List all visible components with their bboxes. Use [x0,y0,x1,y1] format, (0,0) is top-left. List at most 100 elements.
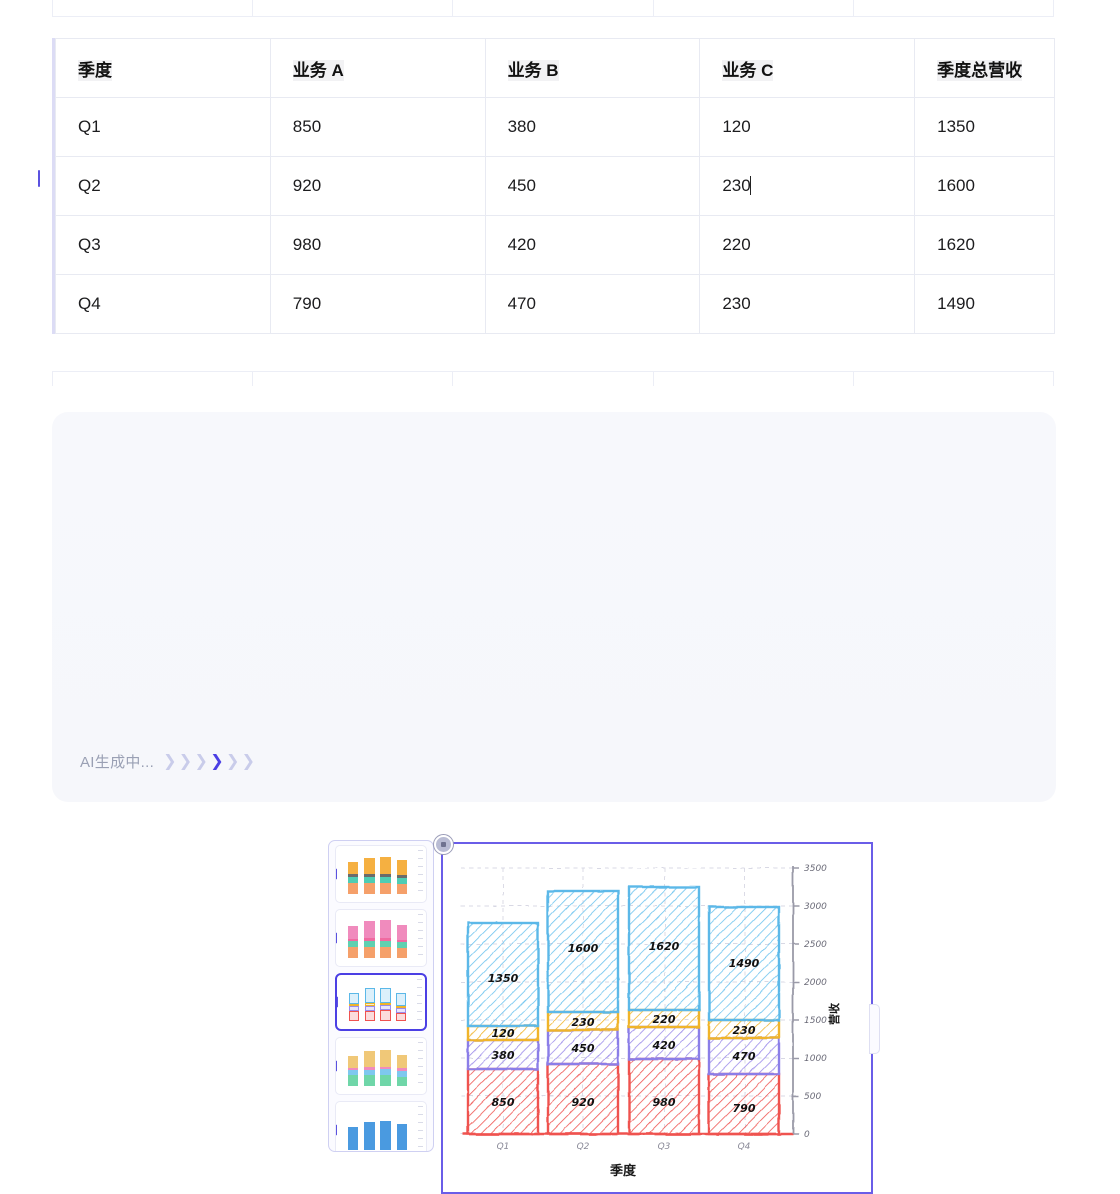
thumbnail-variant-2[interactable] [335,909,427,967]
ytick-500: 500 [804,1092,821,1102]
ghost-cell [253,0,454,16]
document-caret-marker [38,170,40,187]
table-header-total[interactable]: 季度总营收 [914,38,1055,98]
ghost-cell [253,372,454,386]
label-q3-b: 420 [652,1039,676,1052]
y-axis-tick-labels: 0 500 1000 1500 2000 2500 3000 3500 [804,864,827,1140]
x-axis-title: 季度 [609,1163,637,1179]
cell-business-a[interactable]: 920 [269,156,486,216]
cell-total[interactable]: 1350 [914,97,1055,157]
cell-business-a[interactable]: 980 [269,215,486,275]
stacked-bar-chart-svg: 850 380 120 1350 920 450 230 1600 980 42… [461,864,841,1179]
chart-resize-handle[interactable] [869,1004,880,1055]
thumbnail-variant-4[interactable] [335,1037,427,1095]
clipped-table-top [52,0,1054,17]
thumbnail-select-arrow-icon[interactable] [337,996,338,1008]
label-q3-c: 220 [653,1013,676,1026]
label-q2-a: 920 [572,1096,595,1109]
revenue-table[interactable]: 季度 业务 A 业务 B 业务 C 季度总营收 Q1 850 380 120 1… [55,38,1055,334]
cell-total[interactable]: 1600 [914,156,1055,216]
table-header-business-c[interactable]: 业务 C [699,38,916,98]
table-row[interactable]: Q3 980 420 220 1620 [55,215,1055,275]
thumbnail-variant-5[interactable] [335,1101,427,1151]
cell-quarter[interactable]: Q3 [55,215,271,275]
label-q1-a: 850 [492,1096,515,1109]
thumbnail-axis [418,914,425,958]
y-axis-title: 营收 [827,1003,841,1025]
ai-generating-status: AI生成中... ❯ ❯ ❯ ❯ ❯ ❯ [80,751,255,772]
table-row[interactable]: Q4 790 470 230 1490 [55,274,1055,334]
cell-quarter[interactable]: Q1 [55,97,271,157]
label-q1-c: 120 [492,1027,515,1040]
thumbnail-preview [342,914,423,958]
header-text: 业务 C [722,59,774,81]
label-q4-c: 230 [733,1024,756,1037]
label-q3-a: 980 [653,1096,676,1109]
chart-preview-card[interactable]: 850 380 120 1350 920 450 230 1600 980 42… [434,835,880,1194]
chart-plot-area [461,866,799,1136]
ytick-3500: 3500 [804,864,827,874]
cell-business-c[interactable]: 120 [699,97,916,157]
label-q1-b: 380 [492,1049,515,1062]
thumbnail-select-arrow-icon[interactable] [336,932,337,944]
cell-business-c-editing[interactable]: 230 [699,156,916,216]
table-row[interactable]: Q1 850 380 120 1350 [55,97,1055,157]
cell-business-b[interactable]: 450 [484,156,701,216]
label-q1-total: 1350 [488,972,519,985]
y-axis-ticks [793,867,799,1135]
ghost-cell [854,0,1053,16]
cell-business-b[interactable]: 470 [484,274,701,334]
header-text: 季度总营收 [937,59,1023,81]
cell-total[interactable]: 1620 [914,215,1055,275]
cell-business-a[interactable]: 790 [269,274,486,334]
thumbnail-variant-3-selected[interactable] [335,973,427,1031]
cell-business-b[interactable]: 420 [484,215,701,275]
chart-close-handle-icon[interactable] [434,835,453,854]
label-q2-c: 230 [572,1016,595,1029]
cell-business-a[interactable]: 850 [269,97,486,157]
chevron-right-icon: ❯ [194,752,209,770]
cell-quarter[interactable]: Q2 [55,156,271,216]
cell-total[interactable]: 1490 [914,274,1055,334]
table-header-business-a[interactable]: 业务 A [269,38,486,98]
xtick-q3: Q3 [658,1142,671,1152]
label-q4-total: 1490 [729,957,760,970]
ghost-cell [53,0,254,16]
ytick-0: 0 [804,1130,810,1140]
chevron-right-icon: ❯ [225,752,240,770]
table-header-business-b[interactable]: 业务 B [484,38,701,98]
thumbnail-select-arrow-icon[interactable] [336,868,337,880]
ytick-1500: 1500 [804,1016,827,1026]
thumbnail-variant-1[interactable] [335,845,427,903]
header-text: 业务 B [507,59,559,81]
xtick-q1: Q1 [497,1142,510,1152]
label-q2-b: 450 [571,1042,595,1055]
chart-variant-thumbnail-strip[interactable] [328,840,434,1152]
label-q2-total: 1600 [568,942,599,955]
bar-stack-q4 [707,905,781,1136]
cell-business-c[interactable]: 220 [699,215,916,275]
ghost-cell [453,0,654,16]
label-q4-b: 470 [732,1050,756,1063]
revenue-table-wrapper: 季度 业务 A 业务 B 业务 C 季度总营收 Q1 850 380 120 1… [52,38,1055,334]
header-text: 季度 [78,59,112,81]
text-caret [749,176,751,195]
thumbnail-select-arrow-icon[interactable] [336,1124,337,1136]
ytick-2500: 2500 [804,940,827,950]
thumbnail-preview [342,850,423,894]
x-axis-tick-labels: Q1 Q2 Q3 Q4 [497,1142,751,1152]
cell-quarter[interactable]: Q4 [55,274,271,334]
cell-business-b[interactable]: 380 [484,97,701,157]
status-label: AI生成中... [80,754,155,771]
cell-business-c[interactable]: 230 [699,274,916,334]
thumbnail-axis [418,1042,425,1086]
xtick-q2: Q2 [577,1142,590,1152]
thumbnail-preview [342,1106,423,1150]
chevron-right-icon: ❯ [241,752,256,770]
table-row[interactable]: Q2 920 450 230 1600 [55,156,1055,216]
thumbnail-select-arrow-icon[interactable] [336,1060,337,1072]
ghost-cell [854,372,1053,386]
ghost-cell [654,372,854,386]
table-header-quarter[interactable]: 季度 [55,38,271,98]
ghost-cell [654,0,854,16]
